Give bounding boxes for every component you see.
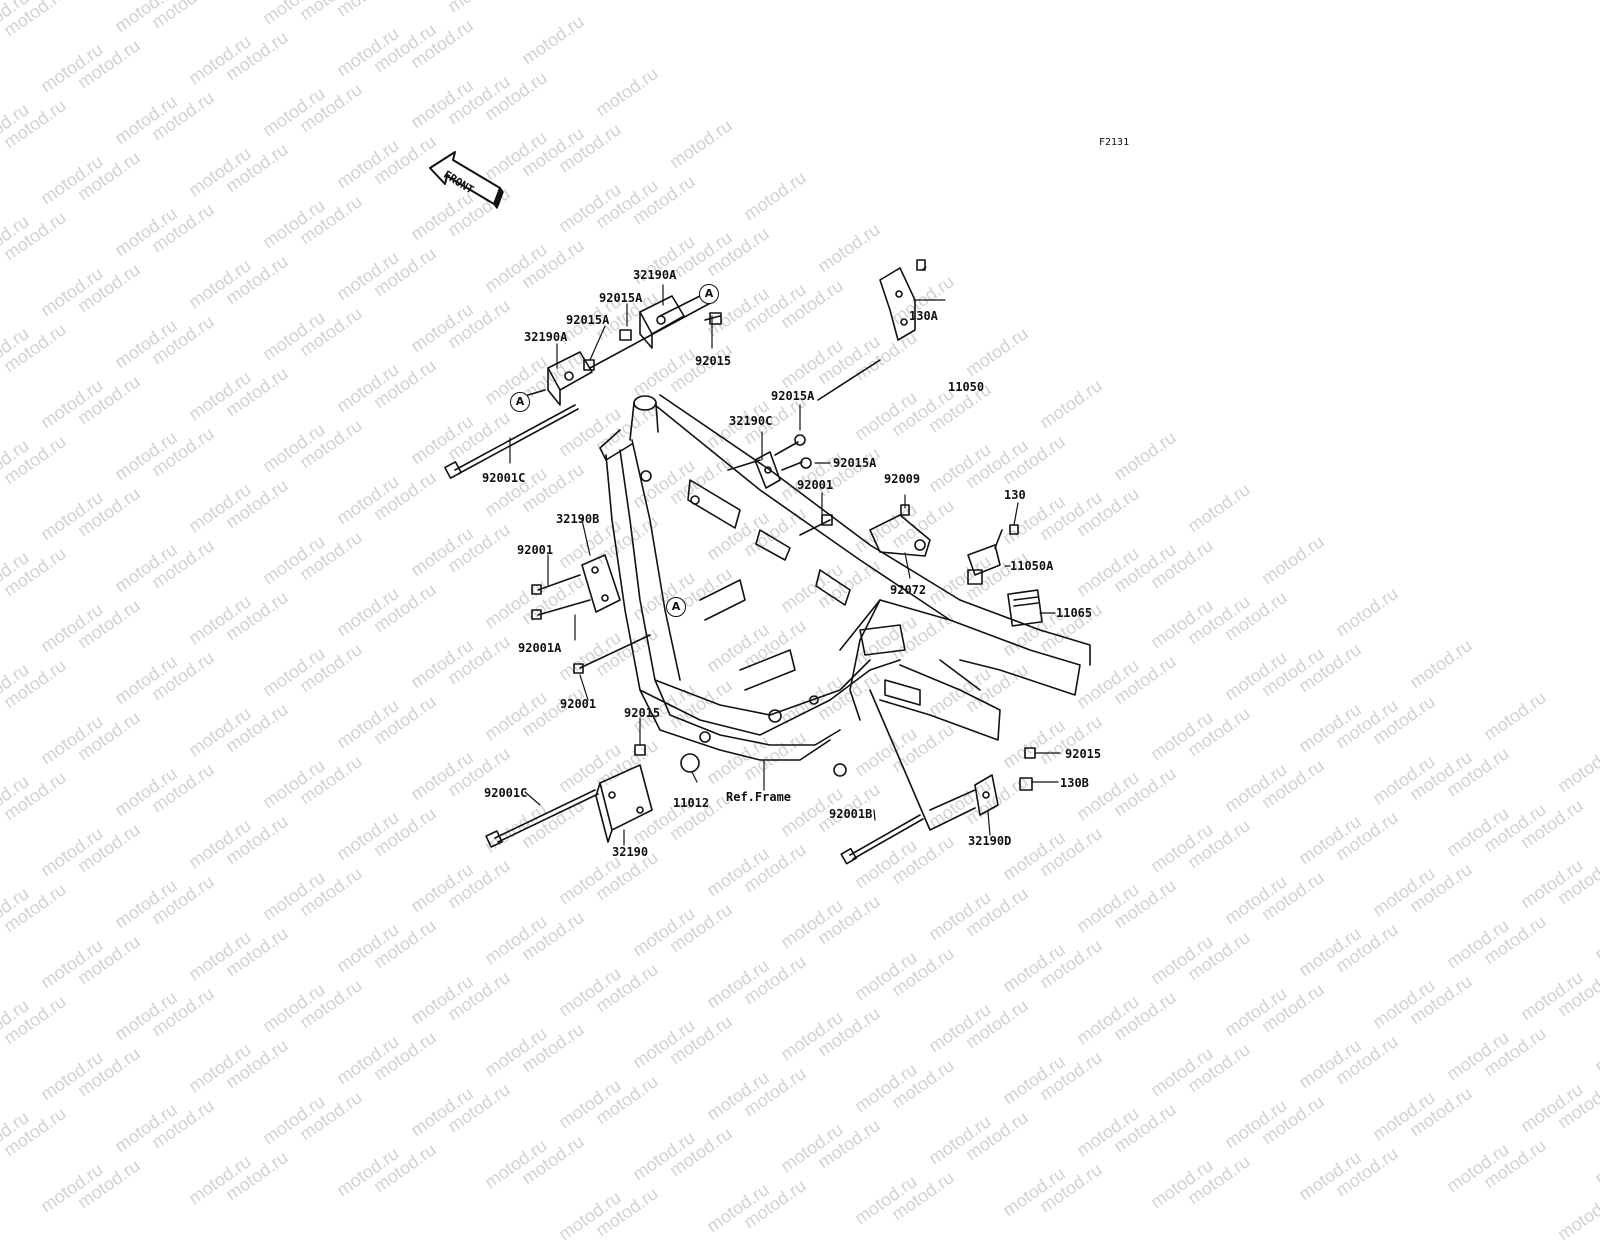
part-label: 32190D [968,834,1012,848]
part-label: 92001 [517,543,554,557]
bracket-32190c [727,434,812,489]
part-label: 11050A [1010,559,1054,573]
part-label: 130 [1004,488,1026,502]
bracket-92072 [799,504,931,557]
part-label: 92001 [560,697,597,711]
motorcycle-frame [599,394,1091,777]
part-label: 92015 [1065,747,1102,761]
part-label: 92015A [566,313,610,327]
bracket-32190d [840,689,1036,865]
part-label: 32190C [729,414,773,428]
part-label: 92001C [484,786,528,800]
part-label: 130B [1060,776,1089,790]
bracket-32190b [531,554,651,674]
callout-a-frame: A [666,597,686,617]
leader-lines [509,266,1061,846]
part-label: 130A [909,309,938,323]
part-label: 92015A [833,456,877,470]
bracket-11050a [967,524,1043,627]
frame-drawing [429,151,1091,865]
part-label: 11012 [673,796,710,810]
top-mount-assembly [444,295,722,479]
cap-11012 [680,753,700,773]
callout-a-left: A [510,392,530,412]
part-label: 92015 [695,354,732,368]
part-label: 92072 [890,583,927,597]
figure-code: F2131 [1099,137,1130,148]
part-label: 92001B [829,807,873,821]
part-label: 32190A [633,268,677,282]
part-label: 92009 [884,472,921,486]
part-label: 92015A [771,389,815,403]
bracket-32190 [485,744,653,848]
part-label: 92015A [599,291,643,305]
part-label: 32190B [556,512,600,526]
ref-frame-label: Ref.Frame [726,790,792,804]
part-label: 11065 [1056,606,1093,620]
front-arrow-icon [429,151,504,209]
part-label: 11050 [948,380,985,394]
callout-a-top-right: A [699,284,719,304]
part-label: 32190 [612,845,649,859]
part-label: 32190A [524,330,568,344]
part-label: 92001A [518,641,562,655]
part-label: 92015 [624,706,661,720]
part-label: 92001C [482,471,526,485]
bracket-11050 [817,259,926,401]
part-label: 92001 [797,478,834,492]
